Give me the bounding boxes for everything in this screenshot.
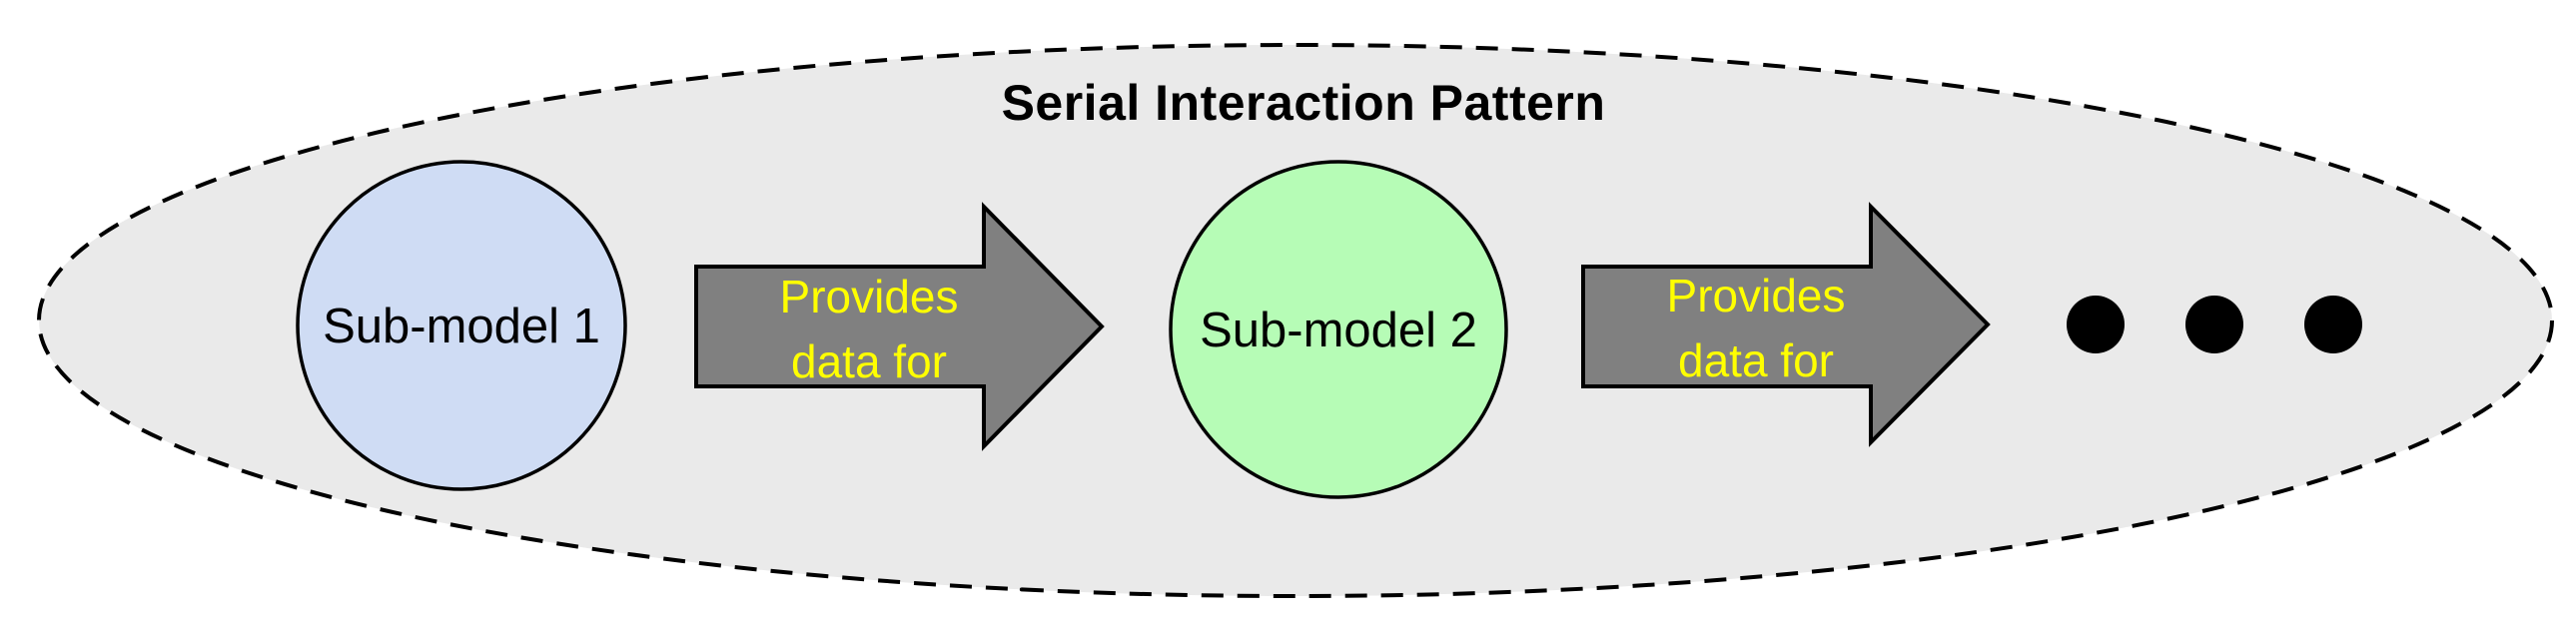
provides-data-arrow-2 <box>1581 202 1991 447</box>
sub-model-1-node <box>296 160 627 491</box>
ellipsis-dot-3 <box>2304 296 2362 353</box>
ellipsis-dot-2 <box>2185 296 2243 353</box>
sub-model-2-node <box>1169 160 1508 499</box>
ellipsis-dot-1 <box>2067 296 2125 353</box>
provides-data-arrow-1 <box>694 202 1105 451</box>
continuation-dots-icon <box>2067 296 2362 353</box>
